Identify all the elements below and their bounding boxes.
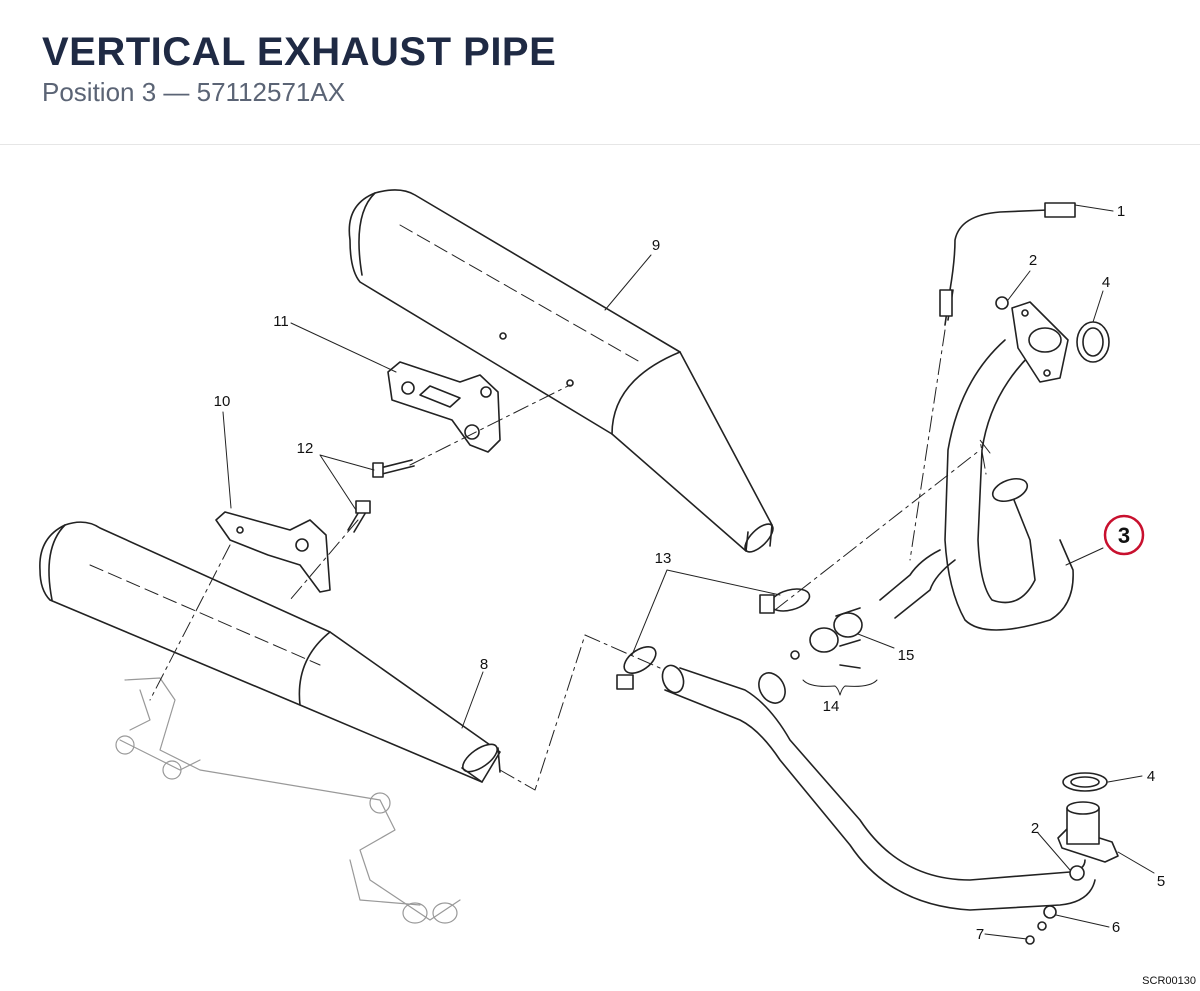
lambda-sensor (939, 202, 1076, 326)
label-5: 5 (1157, 873, 1165, 890)
page-subtitle: Position 3 — 57112571AX (42, 77, 346, 107)
highlight-callout[interactable] (1103, 514, 1145, 556)
page-header: VERTICAL EXHAUST PIPE Position 3 — 57112… (0, 0, 1200, 145)
label-1: 1 (1117, 203, 1125, 220)
nut-lower (1069, 865, 1085, 881)
gasket-top (1076, 321, 1110, 363)
drawing-code: SCR00130 (1142, 975, 1196, 987)
label-7: 7 (976, 926, 984, 943)
bracket-lower (215, 511, 331, 593)
label-13: 13 (655, 550, 672, 567)
label-11: 11 (273, 313, 289, 330)
washer-screw (1025, 905, 1057, 945)
upper-muffler (348, 189, 774, 553)
bracket-upper (387, 361, 501, 453)
label-15: 15 (898, 647, 915, 664)
gasket-lower (1062, 772, 1108, 792)
label-4-lower: 4 (1147, 768, 1155, 785)
lower-header-pipe (661, 664, 1096, 911)
clamp-14-sleeve-15 (758, 607, 863, 704)
highlight-label: 3 (1118, 523, 1130, 548)
label-6: 6 (1112, 919, 1120, 936)
label-8: 8 (480, 656, 488, 673)
flange-lower (1057, 801, 1119, 863)
vertical-exhaust-pipe (879, 339, 1074, 631)
label-4-top: 4 (1102, 274, 1110, 291)
label-2-lower: 2 (1031, 820, 1039, 837)
nut-top (995, 296, 1009, 310)
lower-muffler (39, 521, 501, 783)
label-2-top: 2 (1029, 252, 1037, 269)
label-12: 12 (297, 440, 314, 457)
label-10: 10 (214, 393, 231, 410)
flange-top (1011, 301, 1069, 383)
assembly-lines (149, 329, 991, 791)
label-9: 9 (652, 237, 660, 254)
bolts-12 (347, 459, 415, 533)
leader-lines (222, 204, 1155, 940)
footpeg-frame (115, 677, 461, 924)
page-title: VERTICAL EXHAUST PIPE (42, 30, 557, 74)
label-14: 14 (823, 698, 840, 715)
clamp-13 (616, 588, 811, 690)
